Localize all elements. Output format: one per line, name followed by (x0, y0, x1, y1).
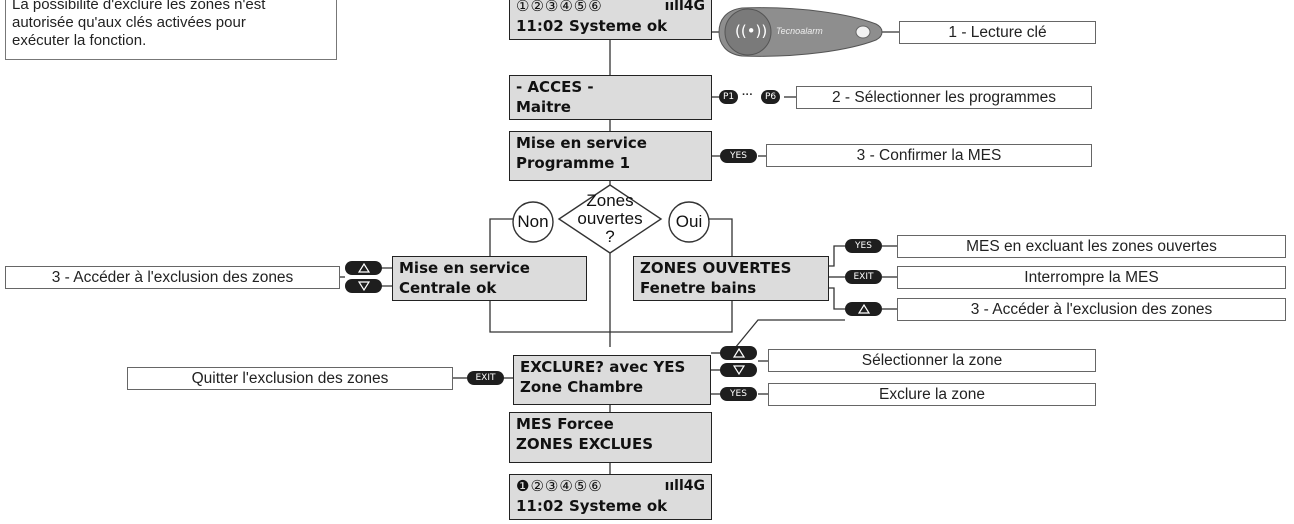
lcd-line: Centrale ok (399, 279, 497, 297)
note-line: autorisée qu'aux clés activées pour (12, 14, 246, 31)
lcd-final-status-screen: ❶②③④⑤⑥ ııll4G 11:02 Systeme ok (509, 474, 712, 520)
label-selectionner-zone: Sélectionner la zone (768, 349, 1096, 372)
non-circle (512, 201, 554, 243)
key-exit[interactable]: EXIT (845, 270, 882, 284)
label-exclure-zone: Exclure la zone (768, 383, 1096, 406)
oui-circle (668, 201, 710, 243)
key-yes[interactable]: YES (720, 387, 757, 401)
lcd-exclure-screen: EXCLURE? avec YES Zone Chambre (513, 355, 711, 405)
lcd-line: Mise en service (516, 134, 647, 152)
down-triangle-icon (732, 365, 745, 375)
lcd-line: MES Forcee (516, 415, 614, 433)
signal-4g-icon: ııll4G (664, 478, 705, 494)
label-lecture-cle: 1 - Lecture clé (899, 21, 1096, 44)
tag-brand: Tecnoalarm (776, 26, 823, 36)
lcd-mes-screen: Mise en service Programme 1 (509, 131, 712, 181)
label-quitter-exclusion: Quitter l'exclusion des zones (127, 367, 453, 390)
lcd-program-digits: ❶②③④⑤⑥ (516, 477, 603, 495)
key-fob-icon (718, 7, 883, 57)
key-down[interactable] (720, 363, 757, 377)
lcd-line: Zone Chambre (520, 378, 644, 396)
lcd-line: Maitre (516, 98, 571, 116)
lcd-line: 11:02 Systeme ok (516, 497, 668, 515)
up-triangle-icon (357, 263, 370, 273)
rfid-waves-icon: ((•)) (735, 22, 768, 40)
down-triangle-icon (357, 281, 370, 291)
key-yes[interactable]: YES (845, 239, 882, 253)
lcd-line: Fenetre bains (640, 279, 757, 297)
lcd-line: 11:02 Systeme ok (516, 17, 668, 35)
key-up[interactable] (720, 346, 757, 360)
lcd-line: - ACCES - (516, 78, 594, 96)
decision-line: ouvertes (577, 209, 643, 228)
lcd-line: ZONES EXCLUES (516, 435, 653, 453)
info-note: La possibilité d'exclure les zones n'est… (5, 0, 337, 60)
lcd-line: ZONES OUVERTES (640, 259, 792, 277)
decision-yes-label: Oui (675, 212, 703, 231)
decision-line: ? (605, 227, 615, 246)
decision-no-label: Non (517, 212, 549, 231)
label-selectionner-programmes: 2 - Sélectionner les programmes (796, 86, 1092, 109)
key-exit[interactable]: EXIT (467, 371, 504, 385)
key-up[interactable] (845, 302, 882, 316)
decision-line: Zones (586, 191, 634, 210)
label-mes-excluant: MES en excluant les zones ouvertes (897, 235, 1286, 258)
lcd-line: Mise en service (399, 259, 530, 277)
lcd-status-screen: ①②③④⑤⑥ ııll4G 11:02 Systeme ok (509, 0, 712, 40)
key-down[interactable] (345, 279, 382, 293)
note-line: exécuter la fonction. (12, 32, 147, 49)
label-acceder-exclusion-left: 3 - Accéder à l'exclusion des zones (5, 266, 340, 289)
lcd-line: Programme 1 (516, 154, 631, 172)
key-p1[interactable]: P1 (719, 90, 739, 104)
lcd-line: EXCLURE? avec YES (520, 358, 686, 376)
up-triangle-icon (732, 348, 745, 358)
lcd-zones-ouvertes-screen: ZONES OUVERTES Fenetre bains (633, 256, 829, 301)
key-p6[interactable]: P6 (761, 90, 781, 104)
key-range-ellipsis: ··· (742, 89, 753, 101)
key-yes[interactable]: YES (720, 149, 757, 163)
label-acceder-exclusion-right: 3 - Accéder à l'exclusion des zones (897, 298, 1286, 321)
decision-diamond (557, 184, 663, 254)
signal-4g-icon: ııll4G (664, 0, 705, 14)
lcd-acces-screen: - ACCES - Maitre (509, 75, 712, 120)
note-line: La possibilité d'exclure les zones n'est (12, 0, 266, 13)
up-triangle-icon (857, 304, 870, 314)
label-interrompre-mes: Interrompre la MES (897, 266, 1286, 289)
key-up[interactable] (345, 261, 382, 275)
lcd-centrale-screen: Mise en service Centrale ok (392, 256, 587, 301)
label-confirmer-mes: 3 - Confirmer la MES (766, 144, 1092, 167)
lcd-forcee-screen: MES Forcee ZONES EXCLUES (509, 412, 712, 463)
lcd-program-digits: ①②③④⑤⑥ (516, 0, 603, 15)
